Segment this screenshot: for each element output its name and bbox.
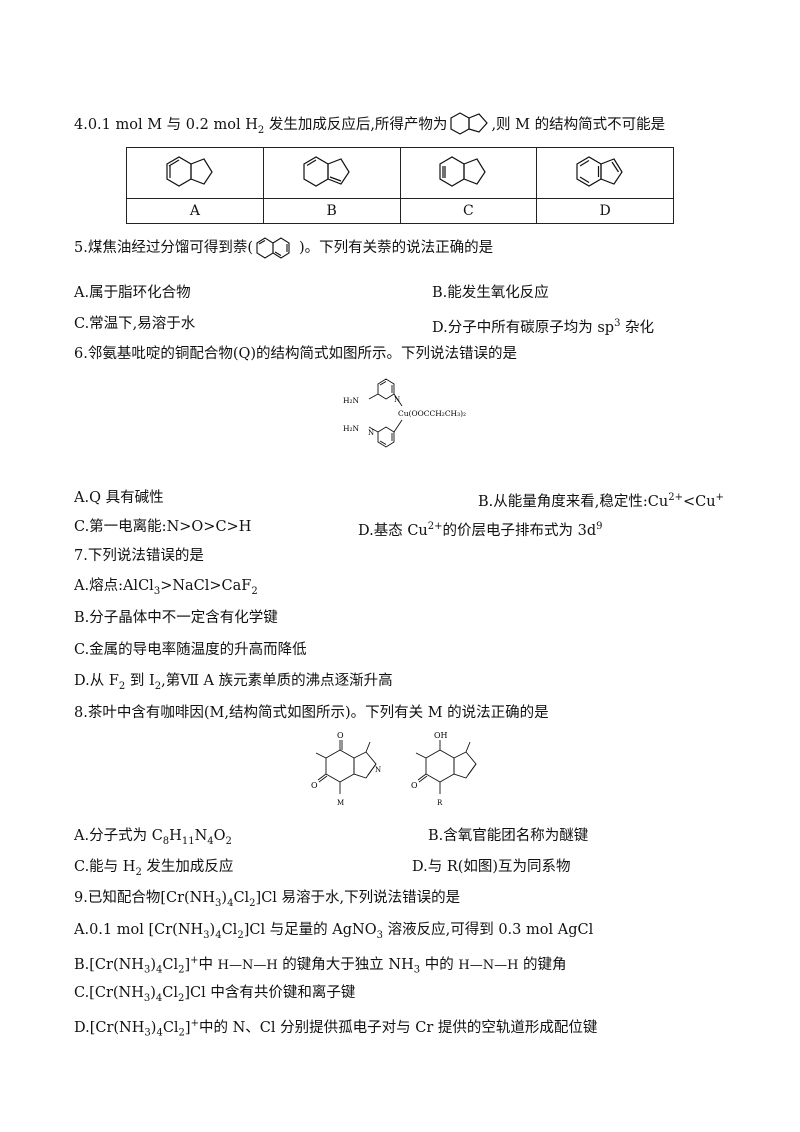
q5-option-c[interactable]: C.常温下,易溶于水 — [74, 316, 196, 332]
q8-m-oxygen-top: O — [337, 731, 344, 740]
q4-option-a-label[interactable]: A — [126, 198, 264, 224]
q6-option-c[interactable]: C.第一电离能:N>O>C>H — [74, 519, 252, 535]
q4-option-c-structure[interactable] — [399, 147, 538, 199]
q8-stem: 8.茶叶中含有咖啡因(M,结构简式如图所示)。下列有关 M 的说法正确的是 — [74, 705, 549, 721]
q4-option-b-structure[interactable] — [262, 147, 401, 199]
q4-option-d-structure[interactable] — [536, 147, 674, 199]
q5-stem: 5.煤焦油经过分馏可得到萘()。下列有关萘的说法正确的是 — [74, 236, 493, 260]
q6-n-top: N — [394, 396, 400, 404]
q8-option-a[interactable]: A.分子式为 C8H11N4O2 — [74, 828, 232, 847]
q6-option-a[interactable]: A.Q 具有碱性 — [74, 490, 164, 506]
q9-option-b[interactable]: B.[Cr(NH3)4Cl2]+中 H—N—H 的键角大于独立 NH3 中的 H… — [74, 955, 567, 976]
q6-n-bottom: N — [368, 429, 374, 437]
q7-option-c[interactable]: C.金属的导电率随温度的升高而降低 — [74, 642, 307, 658]
q8-m-label: M — [337, 799, 344, 807]
q8-r-label: R — [437, 799, 443, 807]
q6-nh2-bottom: H₂N — [343, 424, 360, 433]
hnh-angle-complex: H—N—H — [217, 957, 278, 973]
q6-option-b[interactable]: B.从能量角度来看,稳定性:Cu2+<Cu+ — [478, 492, 724, 510]
q7-option-d[interactable]: D.从 F2 到 I2,第Ⅶ A 族元素单质的沸点逐渐升高 — [74, 673, 393, 692]
q6-option-d[interactable]: D.基态 Cu2+的价层电子排布式为 3d9 — [358, 521, 603, 539]
q8-caffeine-figure: O O N M OH O R — [308, 728, 508, 820]
q4-option-a-structure[interactable] — [126, 147, 264, 199]
hnh-angle-ammonia: H—N—H — [458, 957, 519, 973]
q8-m-oxygen-left: O — [311, 781, 318, 790]
q4-option-d-label[interactable]: D — [536, 198, 674, 224]
q5-option-b[interactable]: B.能发生氧化反应 — [432, 285, 549, 301]
q8-r-hydroxyl: OH — [434, 731, 448, 740]
q6-copper-complex-figure: H₂N H₂N N N Cu(OOCCH₂CH₃)₂ — [338, 370, 488, 470]
q8-m-nitrogen: N — [375, 766, 381, 774]
q8-option-d[interactable]: D.与 R(如图)互为同系物 — [412, 859, 571, 875]
q7-option-b[interactable]: B.分子晶体中不一定含有化学键 — [74, 610, 278, 626]
q6-copper-label: Cu(OOCCH₂CH₃)₂ — [398, 409, 466, 418]
q9-option-a[interactable]: A.0.1 mol [Cr(NH3)4Cl2]Cl 与足量的 AgNO3 溶液反… — [74, 922, 594, 941]
q8-option-b[interactable]: B.含氧官能团名称为醚键 — [428, 828, 589, 844]
q7-stem: 7.下列说法错误的是 — [74, 548, 204, 564]
naphthalene-structure — [253, 236, 299, 260]
q5-option-a[interactable]: A.属于脂环化合物 — [74, 285, 191, 301]
q6-nh2-top: H₂N — [343, 396, 360, 405]
q4-options-table: A B C D — [126, 147, 674, 224]
q4-option-c-label[interactable]: C — [399, 198, 538, 224]
q7-option-a[interactable]: A.熔点:AlCl3>NaCl>CaF2 — [74, 578, 258, 597]
q5-option-d[interactable]: D.分子中所有碳原子均为 sp3 杂化 — [432, 318, 655, 336]
hydrindane-structure — [447, 110, 491, 140]
q8-r-oxygen-left: O — [411, 781, 418, 790]
q4-option-b-label[interactable]: B — [262, 198, 401, 224]
q9-option-c[interactable]: C.[Cr(NH3)4Cl2]Cl 中含有共价键和离子键 — [74, 985, 356, 1004]
q6-stem: 6.邻氨基吡啶的铜配合物(Q)的结构简式如图所示。下列说法错误的是 — [74, 346, 518, 362]
q4-stem: 4.0.1 mol M 与 0.2 mol H2 发生加成反应后,所得产物为,则… — [74, 110, 665, 141]
q9-stem: 9.已知配合物[Cr(NH3)4Cl2]Cl 易溶于水,下列说法错误的是 — [74, 890, 461, 909]
q8-option-c[interactable]: C.能与 H2 发生加成反应 — [74, 859, 234, 878]
q9-option-d[interactable]: D.[Cr(NH3)4Cl2]+中的 N、Cl 分别提供孤电子对与 Cr 提供的… — [74, 1018, 598, 1039]
